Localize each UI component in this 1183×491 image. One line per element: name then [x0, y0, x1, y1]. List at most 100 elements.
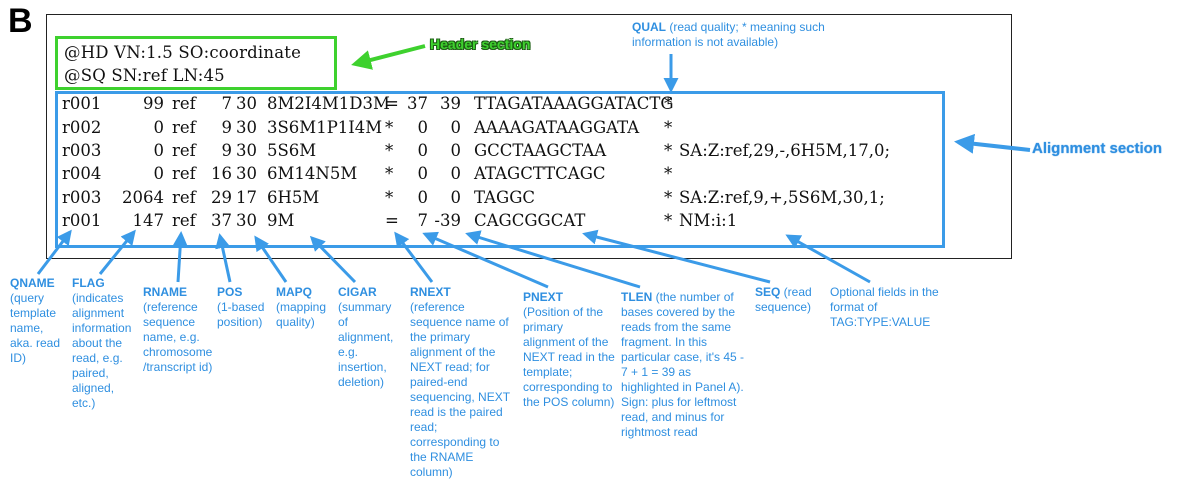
- qname-annotation: QNAME(query template name, aka. read ID): [10, 276, 66, 366]
- cell-qname: r004: [62, 164, 102, 183]
- rname-arrow: [172, 231, 188, 283]
- rnext-text: (reference sequence name of the primary …: [410, 300, 510, 479]
- qual-annotation: QUAL (read quality; * meaning such infor…: [632, 20, 842, 50]
- seq-annotation: SEQ (read sequence): [755, 285, 825, 315]
- seq-arrow: [582, 229, 771, 284]
- mapq-text: (mapping quality): [276, 300, 327, 329]
- cell-qual: *: [664, 94, 673, 113]
- cell-qname: r003: [62, 141, 102, 160]
- cell-mapq: 30: [236, 118, 257, 137]
- seq-text: (read sequence): [755, 285, 812, 314]
- cell-rnext: *: [385, 164, 394, 183]
- flag-text: (indicates alignment information about t…: [72, 291, 132, 410]
- mapq-title: MAPQ: [276, 285, 312, 299]
- cell-qual: *: [664, 118, 673, 137]
- pos-arrow: [215, 233, 232, 283]
- tlen-annotation: TLEN (the number of bases covered by the…: [621, 290, 745, 440]
- cell-seq: CAGCGGCAT: [474, 211, 586, 230]
- cell-rnext: *: [385, 188, 394, 207]
- cell-rname: ref: [172, 141, 196, 160]
- header-line-hd: @HD VN:1.5 SO:coordinate: [64, 43, 302, 62]
- cell-pnext: 37: [407, 94, 428, 113]
- cell-rname: ref: [172, 211, 196, 230]
- cell-rname: ref: [172, 118, 196, 137]
- cell-rnext: *: [385, 141, 394, 160]
- cell-tlen: -39: [434, 211, 461, 230]
- cell-rnext: *: [385, 118, 394, 137]
- flag-title: FLAG: [72, 276, 105, 290]
- cell-mapq: 30: [236, 141, 257, 160]
- cell-pos: 37: [211, 211, 232, 230]
- cell-seq: GCCTAAGCTAA: [474, 141, 607, 160]
- cell-tlen: 0: [450, 164, 462, 183]
- rnext-arrow: [394, 231, 434, 283]
- seq-title: SEQ: [755, 285, 781, 299]
- cell-flag: 0: [153, 118, 165, 137]
- mapq-arrow: [254, 235, 288, 283]
- cell-qname: r002: [62, 118, 102, 137]
- cell-pnext: 0: [417, 164, 429, 183]
- cell-qual: *: [664, 141, 673, 160]
- cell-cigar: 8M2I4M1D3M: [267, 94, 390, 113]
- cell-pos: 9: [221, 141, 233, 160]
- header-section-box: [55, 36, 337, 90]
- cell-pos: 29: [211, 188, 232, 207]
- cell-mapq: 30: [236, 94, 257, 113]
- cell-cigar: 5S6M: [267, 141, 317, 160]
- qname-title: QNAME: [10, 276, 55, 290]
- cigar-annotation: CIGAR(summary of alignment, e.g. inserti…: [338, 285, 402, 390]
- cell-cigar: 6M14N5M: [267, 164, 358, 183]
- header-section-label: Header section: [430, 36, 531, 52]
- pos-text: (1-based position): [217, 300, 265, 329]
- alignment-section-arrow: [954, 133, 1031, 154]
- cell-seq: TAGGC: [474, 188, 536, 207]
- cell-tlen: 0: [450, 141, 462, 160]
- pnext-title: PNEXT: [523, 290, 564, 304]
- cell-pnext: 0: [417, 188, 429, 207]
- flag-arrow: [98, 229, 136, 275]
- cell-pnext: 0: [417, 141, 429, 160]
- cell-rname: ref: [172, 164, 196, 183]
- cell-cigar: 6H5M: [267, 188, 320, 207]
- cell-pos: 16: [211, 164, 232, 183]
- cell-mapq: 17: [236, 188, 257, 207]
- cell-pnext: 7: [417, 211, 429, 230]
- optional-fields-text: Optional fields in the format of TAG:TYP…: [830, 285, 939, 329]
- cell-cigar: 3S6M1P1I4M: [267, 118, 383, 137]
- mapq-annotation: MAPQ(mapping quality): [276, 285, 332, 330]
- cell-flag: 0: [153, 141, 165, 160]
- flag-annotation: FLAG(indicates alignment information abo…: [72, 276, 138, 411]
- alignment-section-label: Alignment section: [1032, 140, 1163, 157]
- pnext-annotation: PNEXT(Position of the primary alignment …: [523, 290, 615, 410]
- optional-arrow: [785, 234, 871, 284]
- cell-rname: ref: [172, 94, 196, 113]
- qname-text: (query template name, aka. read ID): [10, 291, 61, 365]
- panel-letter: B: [8, 2, 33, 40]
- cell-opt: SA:Z:ref,29,-,6H5M,17,0;: [679, 141, 891, 160]
- cell-mapq: 30: [236, 164, 257, 183]
- cell-flag: 147: [132, 211, 165, 230]
- cell-seq: ATAGCTTCAGC: [474, 164, 606, 183]
- cell-qname: r001: [62, 211, 102, 230]
- cell-pnext: 0: [417, 118, 429, 137]
- cell-rnext: =: [385, 211, 399, 230]
- cell-qname: r003: [62, 188, 102, 207]
- cell-flag: 2064: [122, 188, 164, 207]
- header-line-sq: @SQ SN:ref LN:45: [64, 66, 225, 85]
- pnext-arrow: [422, 231, 549, 289]
- cigar-title: CIGAR: [338, 285, 377, 299]
- qual-title: QUAL: [632, 20, 666, 34]
- rnext-annotation: RNEXT(reference sequence name of the pri…: [410, 285, 514, 480]
- qual-text: (read quality; * meaning such informatio…: [632, 20, 825, 49]
- qname-arrow: [36, 229, 72, 275]
- cell-pos: 7: [221, 94, 233, 113]
- header-arrow: [351, 44, 426, 70]
- cell-qual: *: [664, 211, 673, 230]
- cell-tlen: 39: [440, 94, 461, 113]
- cell-pos: 9: [221, 118, 233, 137]
